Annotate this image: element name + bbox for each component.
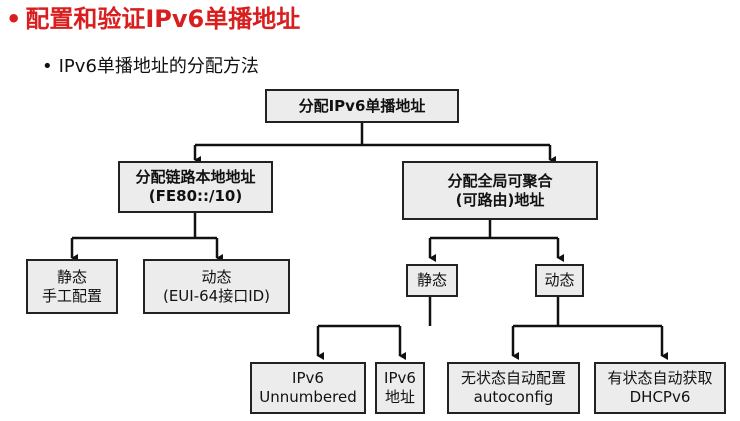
root-node: 分配IPv6单播地址 bbox=[265, 89, 459, 123]
static-manual-line2: 手工配置 bbox=[41, 286, 102, 305]
ipv6-unnumbered-node: IPv6 Unnumbered bbox=[250, 362, 366, 414]
stateless-line2: autoconfig bbox=[473, 388, 554, 406]
slide-title-text: 配置和验证IPv6单播地址 bbox=[25, 5, 301, 33]
global-static-node: 静态 bbox=[406, 264, 458, 297]
global-static-label: 静态 bbox=[416, 271, 447, 289]
link-local-line2: (FE80::/10) bbox=[148, 187, 243, 205]
static-manual-node: 静态 手工配置 bbox=[26, 259, 118, 314]
stateless-line1: 无状态自动配置 bbox=[460, 369, 566, 387]
stateful-line2: DHCPv6 bbox=[629, 388, 691, 406]
global-line2: (可路由)地址 bbox=[455, 190, 545, 209]
static-manual-line1: 静态 bbox=[56, 267, 87, 286]
global-line1: 分配全局可聚合 bbox=[447, 171, 553, 190]
global-dynamic-node: 动态 bbox=[535, 264, 584, 297]
ipv6-unnumbered-line2: Unnumbered bbox=[259, 388, 357, 406]
stateful-node: 有状态自动获取 DHCPv6 bbox=[594, 362, 726, 414]
ipv6-address-line1: IPv6 bbox=[384, 369, 416, 387]
global-node: 分配全局可聚合 (可路由)地址 bbox=[402, 161, 598, 220]
dynamic-eui-line1: 动态 bbox=[201, 267, 232, 286]
link-local-node: 分配链路本地地址 (FE80::/10) bbox=[118, 161, 273, 213]
global-dynamic-label: 动态 bbox=[544, 271, 575, 289]
ipv6-address-node: IPv6 地址 bbox=[375, 362, 425, 414]
ipv6-unnumbered-line1: IPv6 bbox=[292, 369, 324, 387]
ipv6-address-line2: 地址 bbox=[384, 388, 415, 406]
slide-title: •配置和验证IPv6单播地址 bbox=[6, 5, 301, 33]
stateful-line1: 有状态自动获取 bbox=[607, 369, 713, 387]
bullet-text: IPv6单播地址的分配方法 bbox=[58, 56, 259, 77]
dynamic-eui-node: 动态 (EUI-64接口ID) bbox=[143, 259, 290, 314]
root-node-label: 分配IPv6单播地址 bbox=[298, 96, 426, 115]
link-local-line1: 分配链路本地地址 bbox=[135, 168, 256, 186]
dynamic-eui-line2: (EUI-64接口ID) bbox=[162, 286, 271, 305]
bullet-point: •IPv6单播地址的分配方法 bbox=[42, 56, 259, 77]
stateless-node: 无状态自动配置 autoconfig bbox=[447, 362, 580, 414]
